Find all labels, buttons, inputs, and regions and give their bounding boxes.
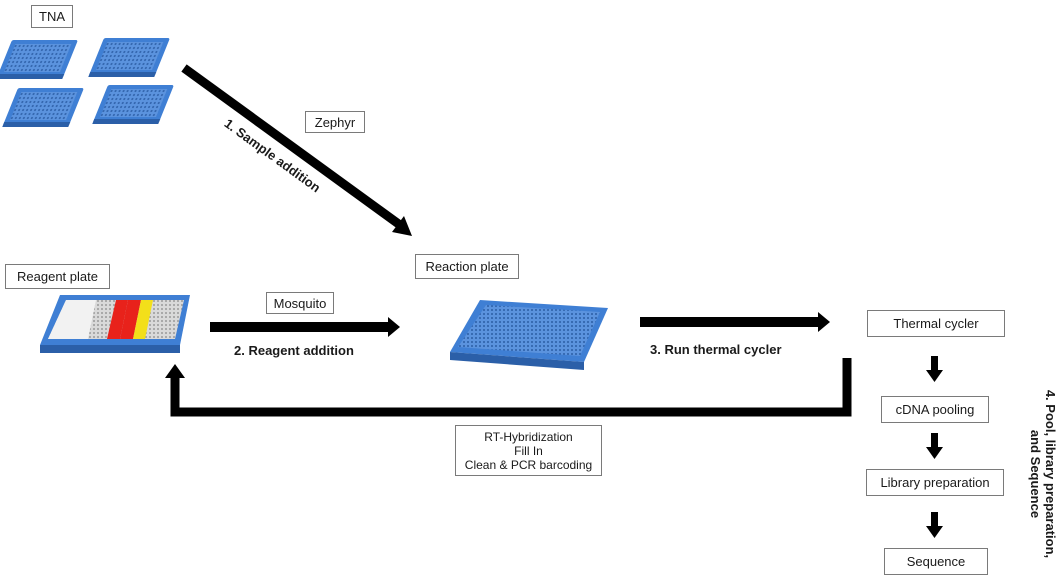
run-thermal-cycler-label: 3. Run thermal cycler xyxy=(650,342,782,357)
sample-addition-arrowhead xyxy=(392,216,412,236)
reagent-addition-arrow xyxy=(210,322,388,332)
return-loop-arrow xyxy=(170,358,852,417)
mosquito-label: Mosquito xyxy=(266,292,334,314)
rt-line-2: Fill In xyxy=(514,443,543,458)
sequence-box: Sequence xyxy=(884,548,988,575)
rt-line-3: Clean & PCR barcoding xyxy=(464,457,593,472)
reagent-plate-image xyxy=(40,295,190,353)
tna-plate-1 xyxy=(0,40,78,79)
sample-addition-arrow xyxy=(181,64,403,229)
rt-hybridization-box: RT-Hybridization Fill In Clean & PCR bar… xyxy=(455,425,602,476)
step4-line-1: 4. Pool, library preparation, xyxy=(1043,389,1058,559)
return-loop-arrowhead xyxy=(165,364,185,378)
rt-line-1: RT-Hybridization xyxy=(484,429,573,444)
tna-plate-4 xyxy=(92,85,174,124)
step4-line-2: and Sequence xyxy=(1028,429,1043,519)
down-arrow-1 xyxy=(926,356,943,382)
reaction-plate-image xyxy=(450,300,608,370)
zephyr-label: Zephyr xyxy=(305,111,365,133)
thermal-cycler-arrow xyxy=(640,317,818,327)
pool-library-sequence-label: 4. Pool, library preparation, and Sequen… xyxy=(1026,374,1058,574)
reaction-plate-label: Reaction plate xyxy=(415,254,519,279)
down-arrow-2 xyxy=(926,433,943,459)
reagent-addition-arrowhead xyxy=(388,317,400,337)
down-arrow-3 xyxy=(926,512,943,538)
thermal-cycler-arrowhead xyxy=(818,312,830,332)
reagent-plate-label: Reagent plate xyxy=(5,264,110,289)
tna-plate-2 xyxy=(88,38,170,77)
tna-label: TNA xyxy=(31,5,73,28)
cdna-pooling-box: cDNA pooling xyxy=(881,396,989,423)
tna-plate-3 xyxy=(2,88,84,127)
thermal-cycler-box: Thermal cycler xyxy=(867,310,1005,337)
library-preparation-box: Library preparation xyxy=(866,469,1004,496)
reagent-addition-label: 2. Reagent addition xyxy=(234,343,354,358)
